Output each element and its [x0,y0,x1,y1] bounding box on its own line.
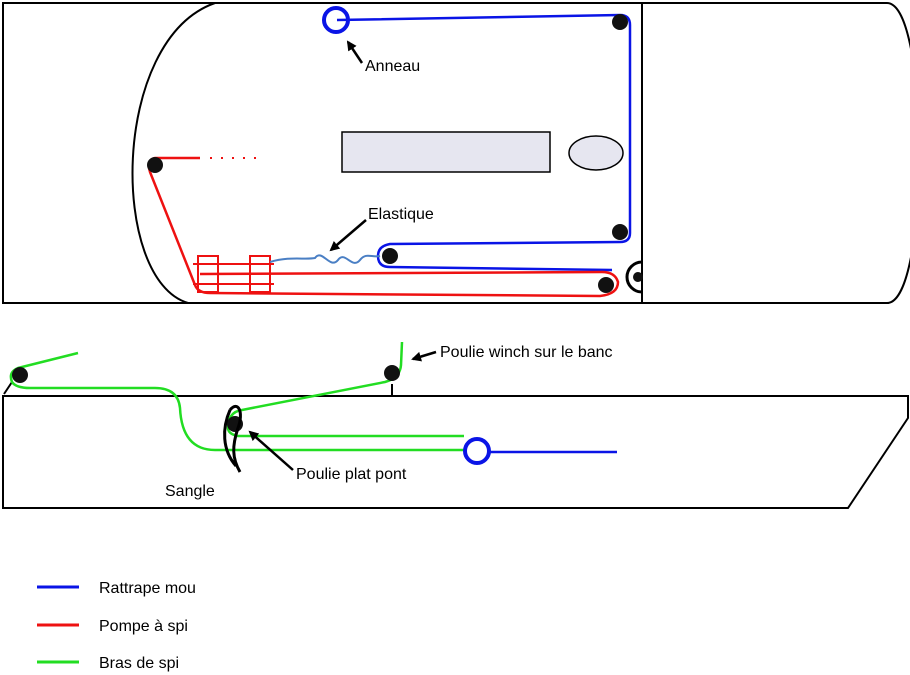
cleat-blocks [193,255,274,293]
line-rattrape-mou [336,13,632,272]
side-view: Poulie winch sur le banc Poulie plat pon… [2,341,909,509]
pulley-icon [598,277,614,293]
centre-case [341,131,551,173]
legend-item-rattrape-mou: Rattrape mou [37,580,196,597]
top-view: Anneau Elastique [2,1,910,304]
strap-sangle-icon [223,404,242,473]
side-pulleys [12,365,400,432]
legend-label: Bras de spi [99,655,179,672]
legend-label: Rattrape mou [99,580,196,597]
legend: Rattrape mou Pompe à spi Bras de spi [37,580,196,672]
pulley-icon [612,224,628,240]
pulley-icon [382,248,398,264]
label-poulie-plat-pont: Poulie plat pont [296,466,407,483]
label-poulie-winch: Poulie winch sur le banc [440,344,613,361]
line-elastique [269,254,381,264]
top-hull-outline [2,2,910,304]
pulley-icon [12,367,28,383]
top-pulleys [147,14,628,293]
legend-item-bras-de-spi: Bras de spi [37,655,179,672]
transom-cleat-icon [625,260,643,294]
mast-foot [568,135,624,171]
label-sangle: Sangle [165,483,215,500]
legend-label: Pompe à spi [99,618,188,635]
pulley-icon [612,14,628,30]
label-elastique: Elastique [368,206,434,223]
side-ring [463,437,491,465]
pulley-icon [384,365,400,381]
pulley-icon [147,157,163,173]
side-hull-outline [2,395,909,509]
ring-anneau [322,6,350,34]
label-anneau: Anneau [365,58,420,75]
legend-item-pompe-a-spi: Pompe à spi [37,618,188,635]
